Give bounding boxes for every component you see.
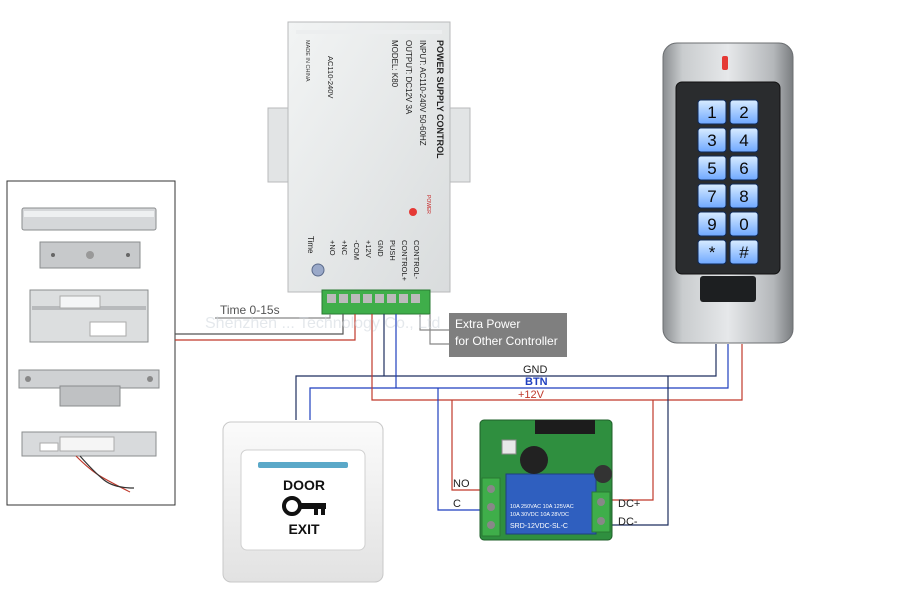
terminal-label-com: -COM (352, 240, 361, 260)
psu-made-in: MADE IN CHINA (304, 40, 310, 82)
armature-plate-icon (39, 241, 141, 269)
keypad-key-label: 6 (739, 159, 748, 178)
dc-plus-label: DC+ (618, 498, 640, 510)
key-icon (282, 496, 326, 516)
terminal-label-control-minus: CONTROL- (412, 240, 421, 280)
power-led-icon (409, 208, 417, 216)
extra-power-line2: for Other Controller (455, 334, 558, 348)
exit-door-label: DOOR (283, 477, 325, 493)
keypad-key-hash[interactable]: # (729, 239, 759, 265)
keypad-key-label: 1 (707, 103, 716, 122)
keypad-key-label: 8 (739, 187, 748, 206)
electric-strike-icon (18, 369, 160, 407)
gnd-label: GND (523, 364, 548, 376)
btn-label: BTN (525, 376, 548, 388)
watermark: Shenzhen ... Technology Co., Ltd (205, 315, 440, 332)
psu-output: OUTPUT: DC12V 3A (404, 40, 413, 115)
keypad-key-1[interactable]: 1 (697, 99, 727, 125)
keypad-key-label: 9 (707, 215, 716, 234)
psu-power-led-label: POWER (425, 195, 431, 214)
timer-knob-icon (311, 263, 325, 277)
v12-label: +12V (518, 389, 545, 401)
terminal-label-no: +NO (328, 240, 337, 256)
keypad-key-6[interactable]: 6 (729, 155, 759, 181)
terminal-label-gnd: GND (376, 240, 385, 257)
keypad-key-2[interactable]: 2 (729, 99, 759, 125)
keypad-led-icon (722, 56, 728, 70)
keypad-key-label: 0 (739, 215, 748, 234)
keypad-key-3[interactable]: 3 (697, 127, 727, 153)
psu-time-label: Time (306, 236, 315, 254)
relay-rating-2: 10A 30VDC 10A 28VDC (510, 512, 569, 518)
keypad-key-0[interactable]: 0 (729, 211, 759, 237)
keypad-key-label: 5 (707, 159, 716, 178)
psu-ac-label: AC110-240V (326, 56, 335, 98)
lock-panel (6, 180, 176, 506)
dc-minus-label: DC- (618, 516, 638, 528)
relay-c-label: C (453, 498, 461, 510)
keypad-key-8[interactable]: 8 (729, 183, 759, 209)
relay-model: SRD-12VDC-SL-C (510, 523, 568, 530)
relay-no-label: NO (453, 478, 470, 490)
keypad-key-4[interactable]: 4 (729, 127, 759, 153)
extra-power-line1: Extra Power (455, 317, 521, 331)
keypad-key-label: * (709, 243, 716, 262)
keypad-key-9[interactable]: 9 (697, 211, 727, 237)
keypad-key-label: # (739, 243, 749, 262)
extra-power-box: Extra Power for Other Controller (449, 313, 567, 357)
terminal-label-12v: +12V (364, 240, 373, 258)
keypad-device: 1 2 3 4 5 6 7 8 9 0 * # (662, 42, 794, 344)
time-range-label: Time 0-15s (220, 303, 280, 317)
magnetic-lock-icon (21, 207, 157, 231)
keypad-key-7[interactable]: 7 (697, 183, 727, 209)
relay-board (479, 419, 613, 541)
psu-title: POWER SUPPLY CONTROL (435, 40, 445, 159)
exit-exit-label: EXIT (288, 521, 320, 537)
relay-rating-1: 10A 250VAC 10A 125VAC (510, 504, 574, 510)
terminal-label-nc: +NC (340, 240, 349, 256)
psu-terminal-block (321, 289, 431, 315)
psu-input: INPUT: AC110-240V 50-60HZ (418, 40, 427, 146)
terminal-label-control-plus: CONTROL+ (400, 240, 409, 282)
keypad-key-label: 7 (707, 187, 716, 206)
keypad-key-5[interactable]: 5 (697, 155, 727, 181)
keypad-key-label: 3 (707, 131, 716, 150)
power-supply-unit (267, 21, 471, 315)
drop-bolt-lock-icon (21, 431, 157, 493)
keypad-key-label: 2 (739, 103, 748, 122)
exit-button-device (222, 421, 384, 583)
keypad-key-label: 4 (739, 131, 748, 150)
keypad-keys: 1 2 3 4 5 6 7 8 9 0 * # (697, 99, 759, 265)
wires (175, 314, 743, 526)
bolt-lock-icon (29, 289, 149, 343)
terminal-label-push: PUSH (388, 240, 397, 261)
keypad-key-star[interactable]: * (697, 239, 727, 265)
psu-model: MODEL: K80 (390, 40, 399, 88)
